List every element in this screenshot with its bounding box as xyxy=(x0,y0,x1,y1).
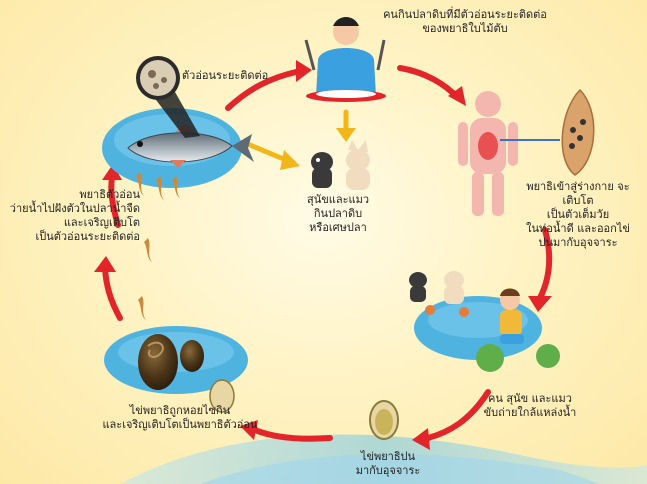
arrowhead-larvae xyxy=(94,256,116,272)
dog-cat-icon xyxy=(311,140,370,190)
label-infected-larvae: ตัวอ่อนระยะติดต่อ xyxy=(182,69,292,83)
egg-icon xyxy=(370,401,398,439)
squatting-person-icon xyxy=(500,289,524,345)
yellow-arrowhead-down xyxy=(336,128,356,142)
label-excrete-near-water: คน สุนัข และแมว ขับถ่ายใกล้แหล่งน้ำ xyxy=(470,392,590,420)
label-dog-cat-eat: สุนัขและแมว กินปลาดิบ หรือเศษปลา xyxy=(298,193,378,235)
label-parasite-grows: พยาธิเข้าสู่ร่างกาย จะเติบโต เป็นตัวเต็ม… xyxy=(512,180,644,250)
label-cercaria-swim: พยาธิตัวอ่อน ว่ายน้ำไปฝังตัวในปลาน้ำจืด … xyxy=(0,188,140,244)
arrow-snail-to-larvae xyxy=(105,268,120,318)
adult-fluke-icon xyxy=(562,90,593,175)
label-human-eats: คนกินปลาดิบที่มีตัวอ่อนระยะติดต่อ ของพยา… xyxy=(350,8,580,36)
human-body-icon xyxy=(458,91,518,216)
arrow-human-to-body xyxy=(400,68,458,98)
arrowhead-human xyxy=(296,60,312,82)
cercaria-larvae-icon xyxy=(136,172,180,320)
arrowhead-excrete xyxy=(528,296,552,312)
label-eggs-in-feces: ไข่พยาธิปน มากับอุจจาระ xyxy=(340,450,436,478)
yellow-arrowhead-right xyxy=(280,150,300,170)
label-snail-eats-eggs: ไข่พยาธิถูกหอยไซกิน และเจริญเติบโตเป็นพย… xyxy=(80,404,280,432)
yellow-arrows xyxy=(250,112,346,160)
